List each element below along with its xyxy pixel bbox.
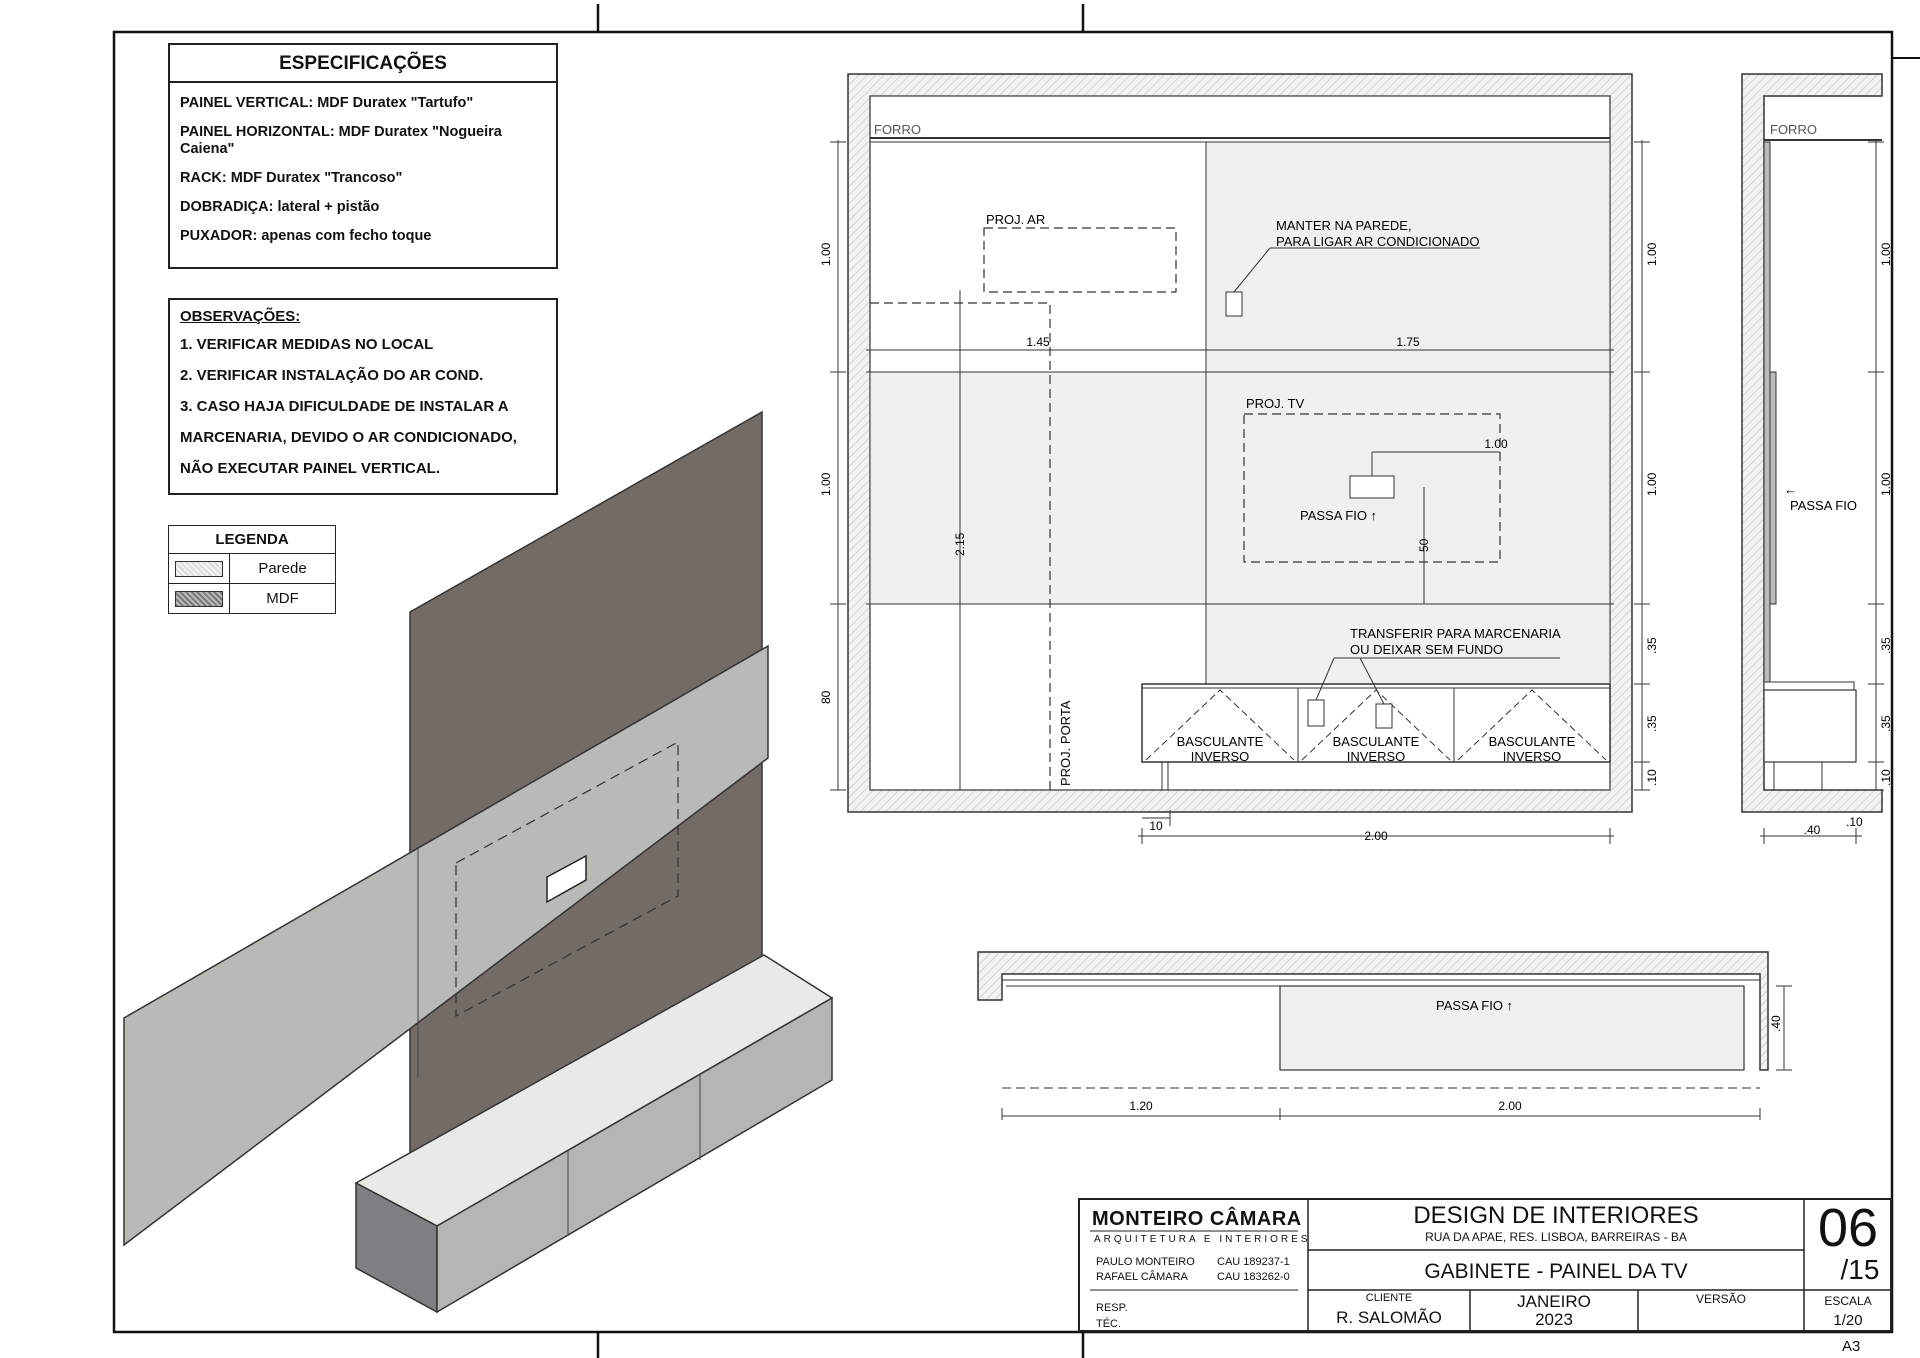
sheet-number: 06 — [1817, 1198, 1879, 1258]
manter-label-2: PARA LIGAR AR CONDICIONADO — [1276, 234, 1479, 249]
side-passa-fio-label: PASSA FIO — [1790, 498, 1857, 513]
side-arrow: ← — [1784, 482, 1797, 497]
transferir-label-2: OU DEIXAR SEM FUNDO — [1350, 642, 1503, 657]
spec-item: PAINEL HORIZONTAL: MDF Duratex "Nogueira… — [180, 124, 502, 157]
transferir-label-1: TRANSFERIR PARA MARCENARIA — [1350, 626, 1561, 641]
plan-view: PASSA FIO ↑ 1.20 2.00 .40 — [977, 951, 1792, 1120]
proj-ar-label: PROJ. AR — [986, 212, 1045, 227]
dim-label: .10 — [1879, 769, 1892, 786]
dim-label: .35 — [1879, 637, 1892, 654]
dim-label: 2.00 — [1498, 1099, 1522, 1113]
dim-label: .35 — [1645, 637, 1659, 654]
plan-passa-fio-label: PASSA FIO ↑ — [1436, 998, 1513, 1013]
dim-label: 1.00 — [1645, 242, 1659, 266]
dim-label: .35 — [1645, 715, 1659, 732]
dim-label: 10 — [1149, 819, 1163, 833]
legend-item-parede: Parede — [169, 553, 335, 583]
spec-item: PAINEL VERTICAL: MDF Duratex "Tartufo" — [180, 95, 474, 111]
client-label: CLIENTE — [1365, 1292, 1413, 1304]
observation-item: 1. VERIFICAR MEDIDAS NO LOCAL — [180, 336, 434, 353]
company-subtitle: ARQUITETURA E INTERIORES — [1094, 1234, 1311, 1245]
spec-item: PUXADOR: apenas com fecho toque — [180, 228, 432, 244]
dim-label: 2.00 — [1364, 829, 1388, 843]
front-elevation: FORRO PROJ. AR MANTER NA PAREDE, PARA LI… — [819, 73, 1659, 844]
date-year: 2023 — [1535, 1310, 1573, 1329]
dim-label: 1.20 — [1129, 1099, 1153, 1113]
inverso-label: INVERSO — [1347, 749, 1406, 764]
legend-label: Parede — [258, 560, 307, 577]
inverso-label: INVERSO — [1503, 749, 1562, 764]
tec-label: TÉC. — [1096, 1318, 1122, 1330]
observation-item: MARCENARIA, DEVIDO O AR CONDICIONADO, — [180, 429, 517, 446]
manter-label-1: MANTER NA PAREDE, — [1276, 218, 1412, 233]
dim-label: .40 — [1804, 823, 1821, 837]
dim-label: 1.00 — [1879, 242, 1892, 266]
basculante-label: BASCULANTE — [1177, 734, 1264, 749]
version-label: VERSÃO — [1695, 1292, 1746, 1306]
dim-label: .35 — [1879, 715, 1892, 732]
paper-size: A3 — [1842, 1338, 1861, 1355]
dim-label: 2.15 — [953, 532, 967, 556]
side-forro-label: FORRO — [1770, 122, 1817, 137]
specifications-box: ESPECIFICAÇÕES PAINEL VERTICAL: MDF Dura… — [168, 43, 558, 269]
observation-item: 3. CASO HAJA DIFICULDADE DE INSTALAR A — [180, 398, 509, 415]
dim-label: 1.00 — [1879, 472, 1892, 496]
resp-label: RESP. — [1096, 1302, 1128, 1314]
legend-label: MDF — [266, 590, 299, 607]
legend-item-mdf: MDF — [169, 583, 335, 613]
legend-title: LEGENDA — [215, 531, 289, 548]
dim-label: 50 — [1417, 538, 1431, 552]
mdf-swatch — [175, 590, 223, 607]
dim-label: 1.45 — [1026, 335, 1050, 349]
dim-label: 1.00 — [1645, 472, 1659, 496]
dim-label: .10 — [1846, 815, 1863, 829]
dim-label: .10 — [1645, 769, 1659, 786]
spec-item: DOBRADIÇA: lateral + pistão — [180, 199, 380, 215]
side-view: FORRO ← PASSA FIO 1.00 1.00 .35 .35 .10 … — [1741, 73, 1892, 844]
passa-fio-label: PASSA FIO ↑ — [1300, 508, 1377, 523]
sheet-total: /15 — [1840, 1254, 1880, 1285]
architect-cau: CAU 183262-0 — [1217, 1271, 1290, 1283]
observations-box: OBSERVAÇÕES: 1. VERIFICAR MEDIDAS NO LOC… — [168, 298, 558, 495]
dim-label: 1.00 — [1484, 437, 1508, 451]
dim-label: 1.00 — [819, 472, 833, 496]
sheet-title: GABINETE - PAINEL DA TV — [1424, 1260, 1688, 1283]
forro-label: FORRO — [874, 122, 921, 137]
company-logo: MONTEIRO CÂMARA — [1092, 1208, 1302, 1230]
scale-value: 1/20 — [1833, 1312, 1863, 1329]
dim-label: 1.00 — [819, 242, 833, 266]
observation-item: 2. VERIFICAR INSTALAÇÃO DO AR COND. — [180, 367, 484, 384]
title-block: MONTEIRO CÂMARA ARQUITETURA E INTERIORES… — [1078, 1198, 1892, 1332]
spec-item: RACK: MDF Duratex "Trancoso" — [180, 170, 403, 186]
project-address: RUA DA APAE, RES. LISBOA, BARREIRAS - BA — [1425, 1230, 1687, 1244]
legend-box: LEGENDA Parede MDF — [168, 525, 336, 614]
wall-swatch — [175, 560, 223, 577]
inverso-label: INVERSO — [1191, 749, 1250, 764]
title-block-grid — [1078, 1198, 1892, 1332]
dim-label: .40 — [1769, 1015, 1783, 1032]
client-name: R. SALOMÃO — [1336, 1308, 1442, 1327]
date-month: JANEIRO — [1517, 1292, 1591, 1311]
architect-cau: CAU 189237-1 — [1217, 1256, 1290, 1268]
dim-label: 80 — [819, 690, 833, 704]
proj-tv-label: PROJ. TV — [1246, 396, 1305, 411]
proj-porta-label: PROJ. PORTA — [1058, 700, 1073, 786]
scale-label: ESCALA — [1824, 1294, 1872, 1308]
dim-label: 1.75 — [1396, 335, 1420, 349]
basculante-label: BASCULANTE — [1489, 734, 1576, 749]
project-title: DESIGN DE INTERIORES — [1413, 1202, 1699, 1229]
observation-item: NÃO EXECUTAR PAINEL VERTICAL. — [180, 460, 441, 477]
architect-name: PAULO MONTEIRO — [1096, 1256, 1195, 1268]
isometric-view — [123, 410, 834, 1314]
observations-title: OBSERVAÇÕES: — [180, 308, 301, 325]
basculante-label: BASCULANTE — [1333, 734, 1420, 749]
specifications-title: ESPECIFICAÇÕES — [170, 45, 556, 83]
architect-name: RAFAEL CÂMARA — [1096, 1271, 1188, 1283]
